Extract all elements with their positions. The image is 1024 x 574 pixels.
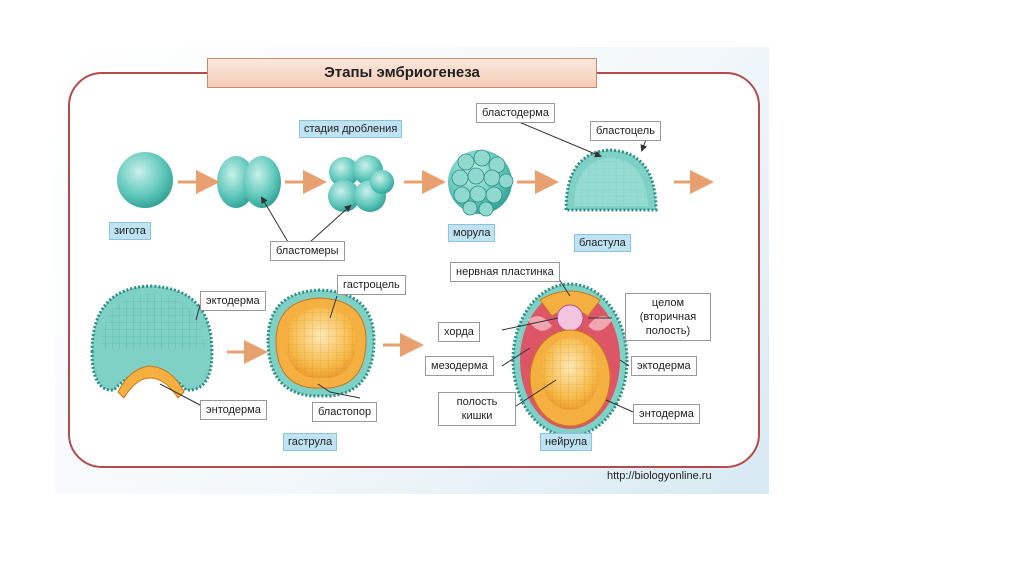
leader-endoderm-n (605, 399, 634, 413)
callout-blastoderm: бластодерма (476, 103, 555, 123)
label-morula: морула (448, 224, 496, 242)
leader-blastopore (317, 383, 361, 399)
callout-mesoderm: мезодерма (425, 356, 494, 376)
leader-gut (515, 379, 557, 407)
label-zygote: зигота (109, 222, 151, 240)
callout-neural-plate: нервная пластинка (450, 262, 560, 282)
zygote-cell (117, 152, 173, 208)
neurula-embryo (511, 282, 629, 438)
leader-mesoderm (501, 347, 531, 367)
label-cleavage: стадия дробления (299, 120, 403, 138)
callout-gut-cavity: полость кишки (438, 392, 516, 426)
two-cell-stage (217, 156, 281, 208)
callout-chorda: хорда (438, 322, 480, 342)
leader-endoderm-g (159, 383, 201, 406)
leader-blastomere-1 (260, 196, 289, 243)
callout-gastrocoel: гастроцель (337, 275, 406, 295)
diagram-title: Этапы эмбриогенеза (207, 58, 597, 88)
leader-ectoderm-n (619, 359, 630, 367)
callout-endoderm-neurula: энтодерма (633, 404, 700, 424)
leader-blastomere-2 (309, 204, 352, 243)
label-gastrula: гаструла (283, 433, 338, 451)
leader-chorda (501, 317, 559, 331)
callout-ectoderm-neurula: эктодерма (631, 356, 697, 376)
leader-ectoderm-g (195, 304, 201, 321)
callout-ectoderm-gastrula: эктодерма (200, 291, 266, 311)
label-neurula: нейрула (540, 433, 593, 451)
callout-blastopore: бластопор (312, 402, 378, 422)
callout-coelom: целом (вторичная полость) (625, 293, 711, 341)
morula-cluster (448, 149, 514, 217)
callout-blastocoel: бластоцель (590, 121, 661, 141)
eight-cell-stage (328, 155, 394, 212)
leader-blastoderm (518, 118, 602, 158)
label-blastula: бластула (574, 234, 631, 252)
callout-endoderm-gastrula: энтодерма (200, 400, 267, 420)
blastula-embryo (564, 148, 658, 212)
callout-blastomeres: бластомеры (270, 241, 345, 261)
leader-gastrocoel (329, 295, 338, 319)
source-url: http://biologyonline.ru (607, 470, 712, 482)
gastrula-embryo (266, 288, 376, 398)
early-gastrula (90, 284, 214, 399)
